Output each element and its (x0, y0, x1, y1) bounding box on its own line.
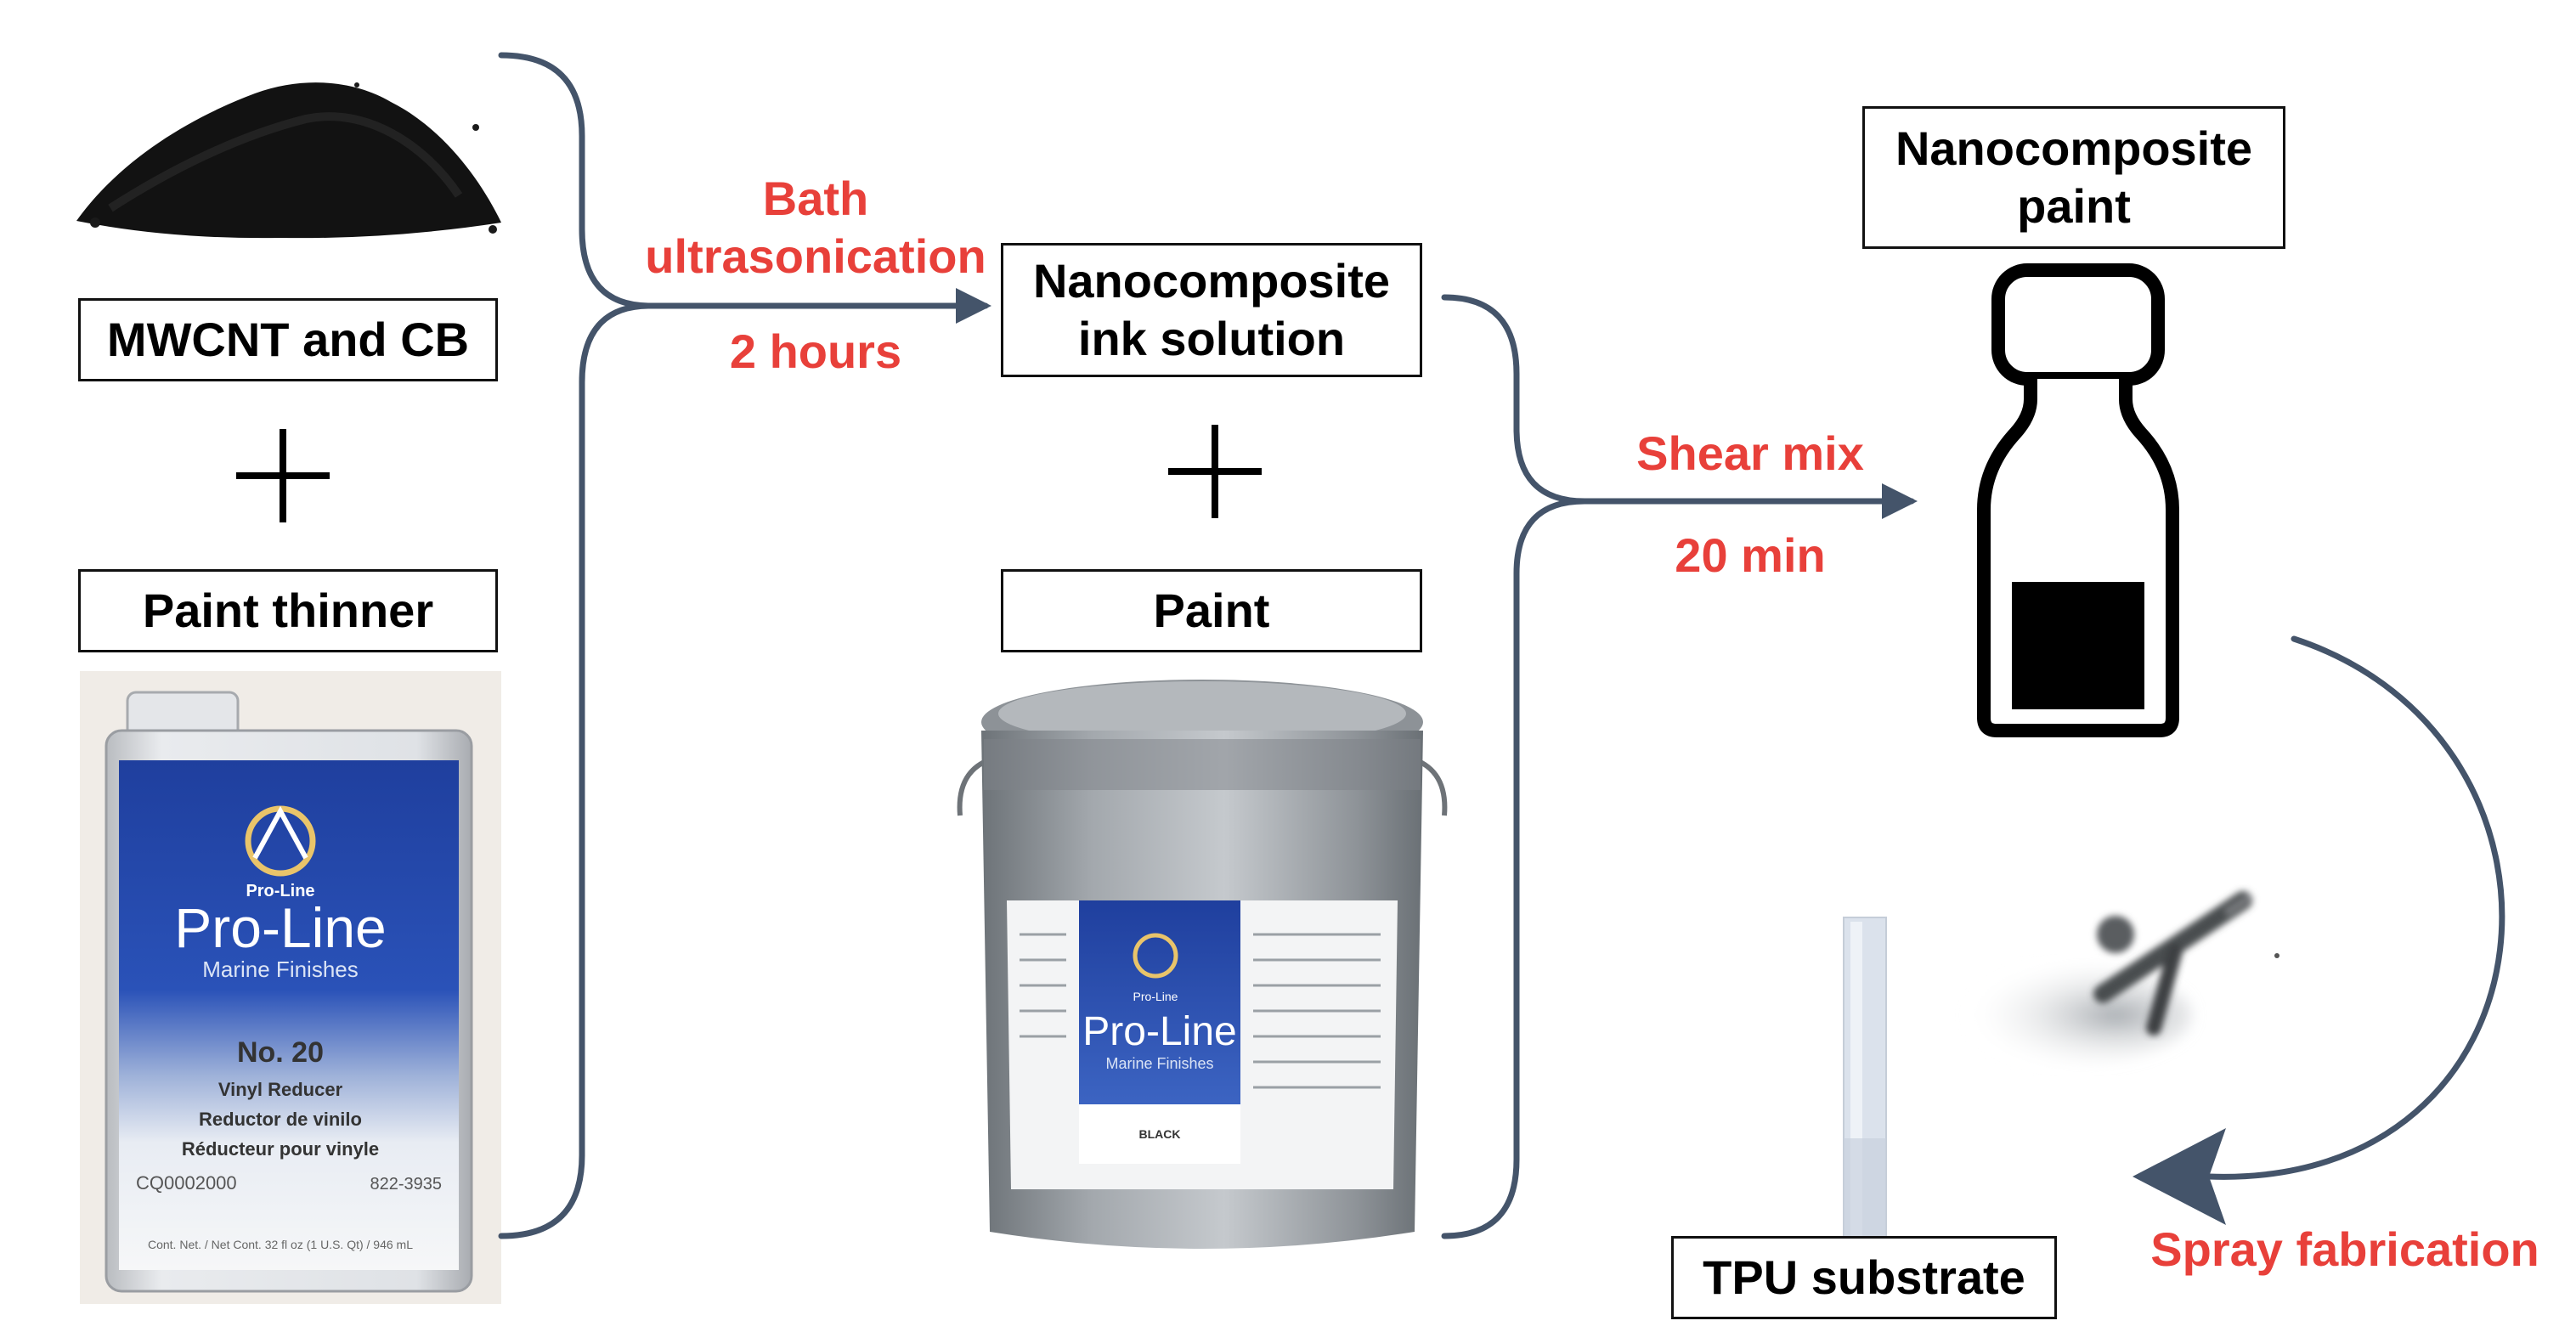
thinner-brand: Pro-Line (174, 896, 386, 959)
thinner-code2: 822-3935 (370, 1175, 442, 1194)
ultrasonication-line1: Bath (762, 172, 869, 225)
connectors (498, 52, 2505, 1239)
shear-mix-time: 20 min (1675, 528, 1826, 582)
thinner-net: Cont. Net. / Net Cont. 32 fl oz (1 U.S. … (148, 1238, 413, 1251)
pail-color: BLACK (1139, 1127, 1181, 1141)
thinner-line-en: Vinyl Reducer (218, 1079, 343, 1100)
pail-subtitle: Marine Finishes (1105, 1055, 1213, 1072)
thinner-brand-small: Pro-Line (246, 882, 314, 900)
ink-solution-line2: ink solution (1077, 312, 1346, 365)
shear-mix-label: Shear mix (1636, 426, 1864, 480)
thinner-product-no: No. 20 (237, 1036, 324, 1069)
ultrasonication-line2: ultrasonication (645, 229, 986, 284)
nanocomposite-paint-line2: paint (2017, 179, 2131, 233)
arrow-spray-curve (2206, 635, 2505, 1180)
carbon-powder-image (76, 82, 501, 239)
thinner-code: CQ0002000 (136, 1172, 237, 1194)
paint-pail-image: Pro-Line Pro-Line Marine Finishes BLACK (957, 680, 1448, 1249)
paint-text: Paint (1153, 583, 1270, 637)
bottle-icon (1977, 263, 2179, 737)
tpu-substrate-label: TPU substrate (1671, 1236, 2057, 1319)
paint-label: Paint (1001, 569, 1422, 652)
spray-arrow-head (2133, 1128, 2226, 1225)
nanocomposite-paint-line1: Nanocomposite (1895, 121, 2253, 175)
paint-thinner-text: Paint thinner (142, 583, 434, 637)
ink-solution-label: Nanocomposite ink solution (1001, 243, 1422, 377)
thinner-line-fr: Réducteur pour vinyle (182, 1138, 379, 1160)
ink-solution-line1: Nanocomposite (1032, 253, 1391, 308)
mwcnt-cb-label: MWCNT and CB (78, 298, 498, 381)
thinner-subtitle: Marine Finishes (202, 957, 359, 982)
paint-thinner-label: Paint thinner (78, 569, 498, 652)
mwcnt-cb-text: MWCNT and CB (106, 312, 470, 366)
ultrasonication-time: 2 hours (729, 325, 902, 378)
spray-fabrication-label: Spray fabrication (2150, 1222, 2539, 1276)
nanocomposite-paint-label: Nanocomposite paint (1862, 106, 2285, 249)
tpu-substrate-image (1843, 917, 1887, 1275)
ultrasonication-label: Bath ultrasonication (595, 170, 1037, 286)
tpu-substrate-text: TPU substrate (1703, 1250, 2025, 1304)
pail-brand: Pro-Line (1082, 1009, 1236, 1054)
thinner-line-es: Reductor de vinilo (199, 1109, 362, 1130)
paint-thinner-can-image: Pro-Line Pro-Line Marine Finishes No. 20… (80, 671, 501, 1304)
plus-signs (236, 425, 1262, 522)
spray-gun-image (1937, 891, 2279, 1066)
pail-brand-small: Pro-Line (1133, 990, 1178, 1003)
